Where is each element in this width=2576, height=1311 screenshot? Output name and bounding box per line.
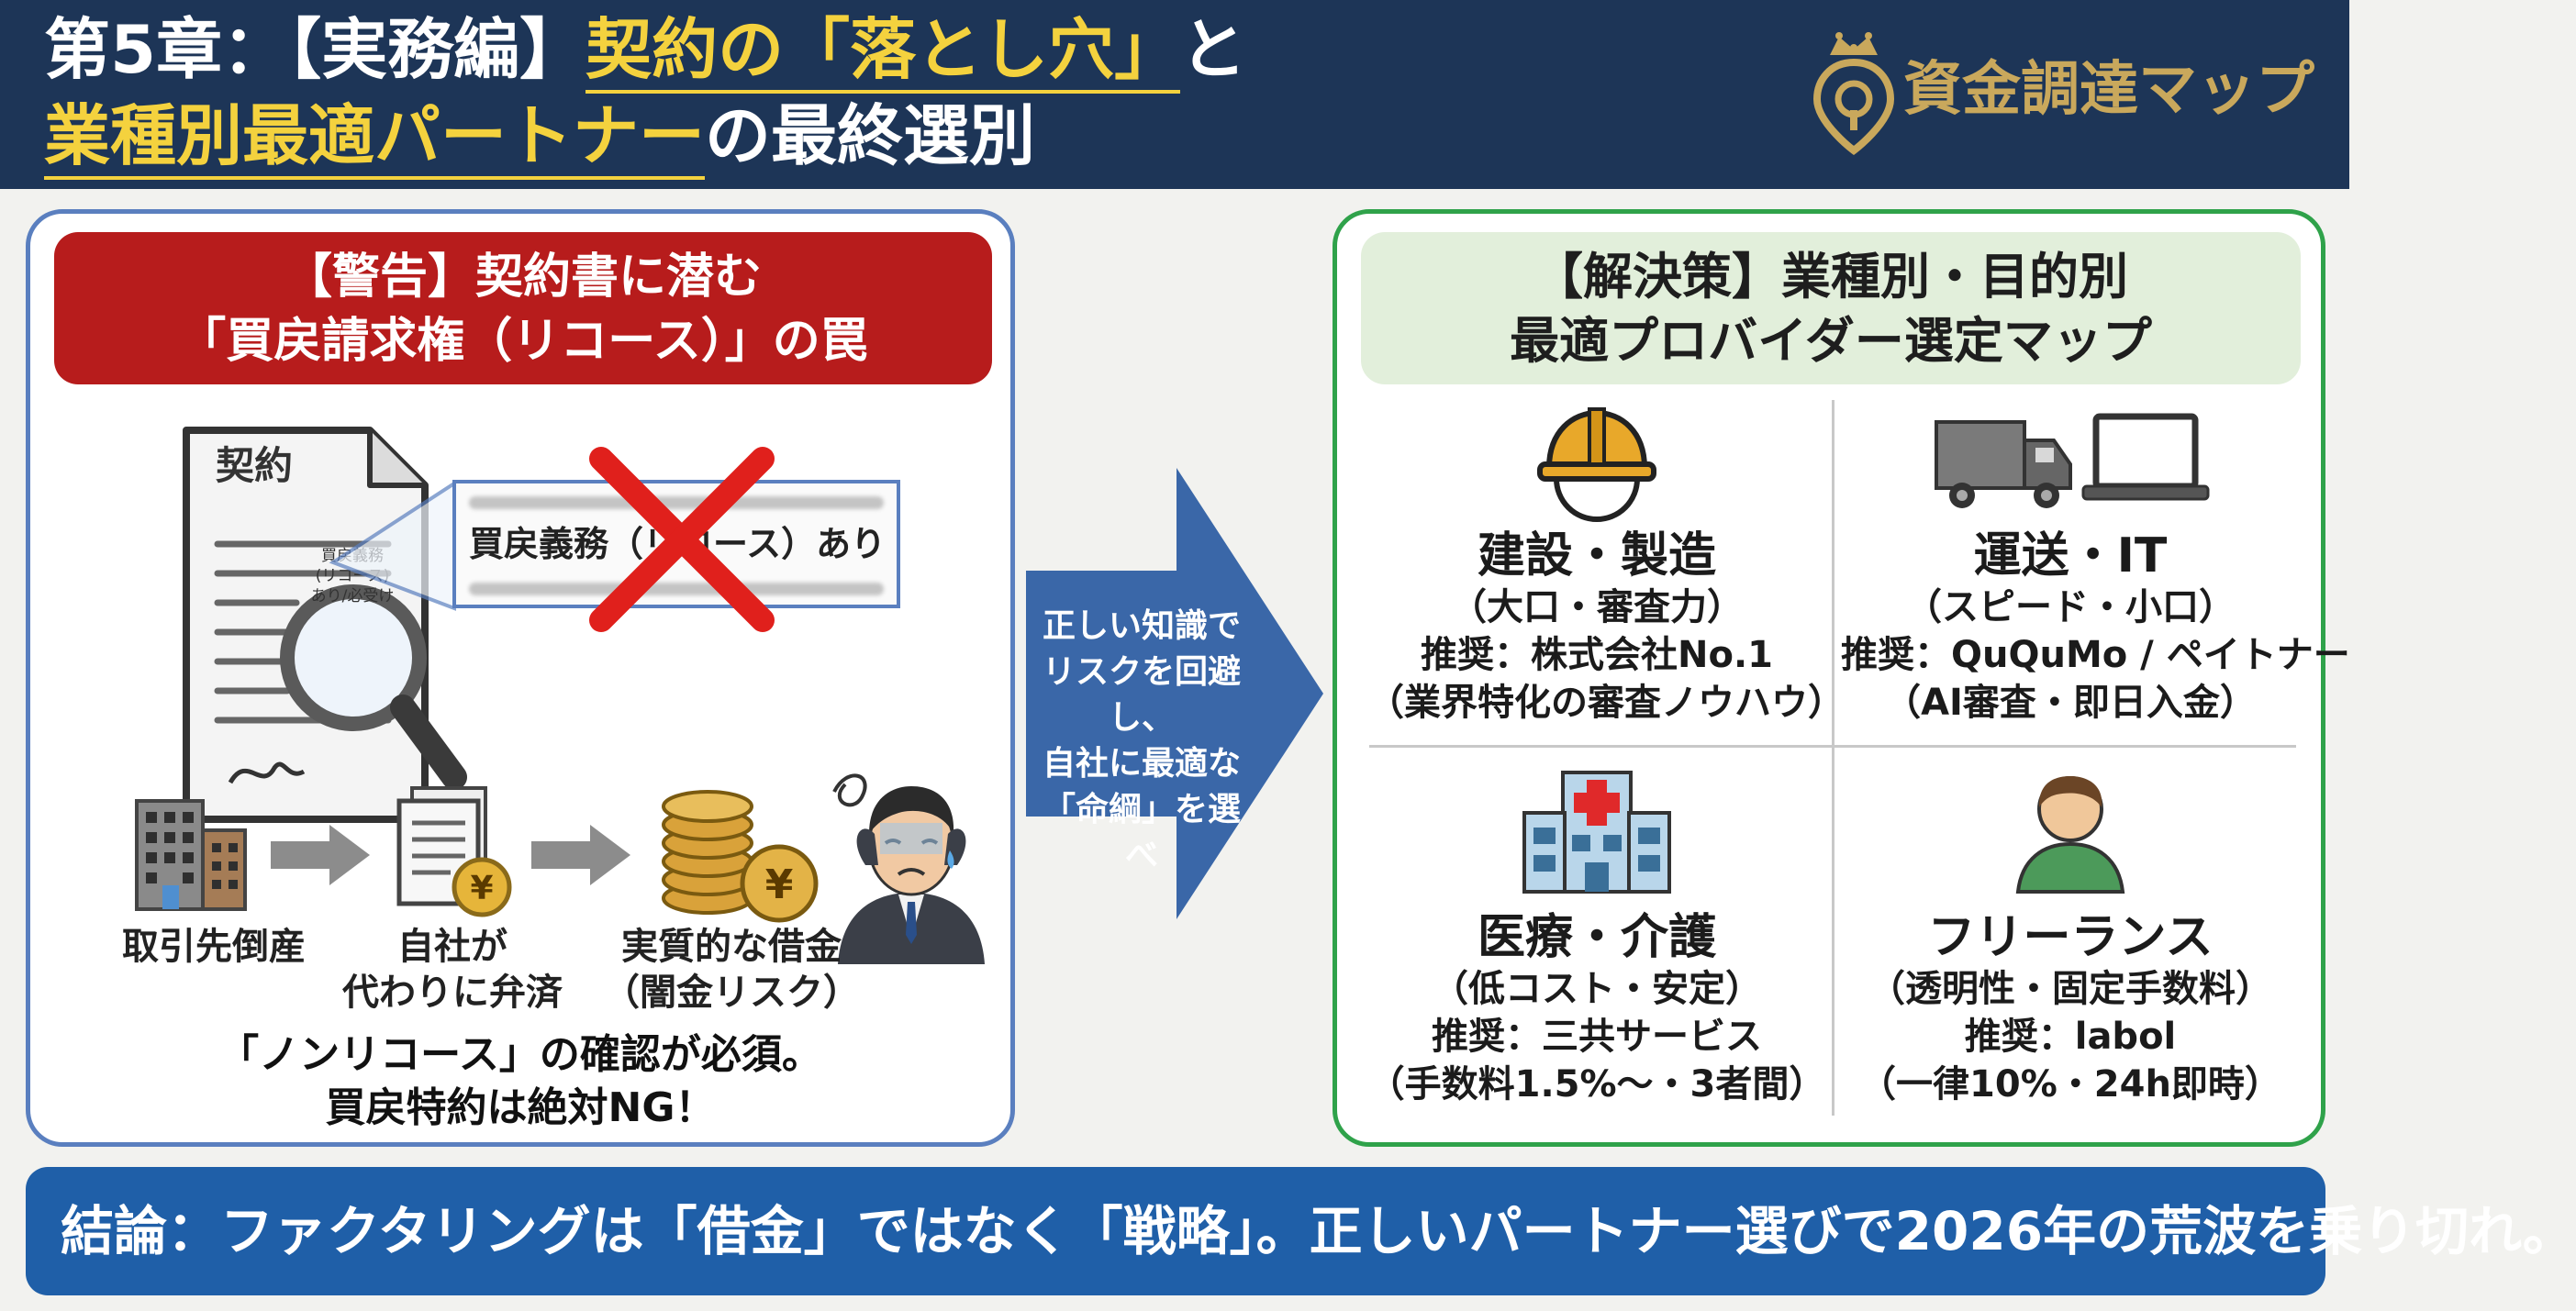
recommended-provider: 推奨：labol xyxy=(1964,1016,2177,1058)
flow-label-repay: 自社が 代わりに弁済 xyxy=(333,924,572,1016)
nonrecourse-warning-line2: 買戻特約は絶対NG！ xyxy=(325,1084,716,1131)
flow-label-repay-line2: 代わりに弁済 xyxy=(342,972,563,1014)
warning-banner-line1: 【警告】契約書に潜む xyxy=(284,250,762,305)
solution-banner: 【解決策】業種別・目的別 最適プロバイダー選定マップ xyxy=(1361,232,2301,384)
page-title-line2: 業種別最適パートナーの最終選別 xyxy=(44,97,1035,180)
contract-doc-title: 契約 xyxy=(216,443,294,488)
provider-cell-freelance: フリーランス （透明性・固定手数料） 推奨：labol （一律10%・24h即時… xyxy=(1841,767,2300,1116)
flow-label-debt: 実質的な借金 （闇金リスク） xyxy=(594,924,869,1016)
conclusion-bar: 結論：ファクタリングは「借金」ではなく「戦略」。正しいパートナー選びで2026年… xyxy=(26,1167,2576,1295)
page-title-line1: 第5章：【実務編】契約の「落とし穴」と xyxy=(44,11,1246,94)
provider-cell-medical: 医療・介護 （低コスト・安定） 推奨：三共サービス （手数料1.5%〜・3者間） xyxy=(1367,767,1826,1116)
blurred-text-line xyxy=(469,496,884,509)
worried-businessman-icon xyxy=(832,773,985,964)
industry-name: フリーランス xyxy=(1927,910,2214,965)
solution-banner-line2: 最適プロバイダー選定マップ xyxy=(1510,312,2152,370)
industry-feature: （大口・審査力） xyxy=(1450,586,1744,628)
industry-name: 建設・製造 xyxy=(1477,528,1716,583)
title-highlight-pitfall: 契約の「落とし穴」 xyxy=(585,11,1181,94)
hospital-icon xyxy=(1522,771,1671,894)
callout-pointer xyxy=(329,480,456,611)
arrow-text-line2: リスクを回避し、 xyxy=(1042,653,1241,737)
title-final: の最終選別 xyxy=(705,97,1036,174)
title-connector: と xyxy=(1180,11,1247,88)
industry-feature: （透明性・固定手数料） xyxy=(1868,968,2272,1010)
solution-banner-line1: 【解決策】業種別・目的別 xyxy=(1533,248,2128,306)
svg-text:¥: ¥ xyxy=(470,870,493,907)
industry-name: 運送・IT xyxy=(1973,528,2168,583)
recommended-provider: 推奨：株式会社No.1 xyxy=(1421,634,1773,676)
svg-text:¥: ¥ xyxy=(765,861,794,908)
magnifier-text-line3: あり/必受け xyxy=(310,587,395,606)
flow-arrow-1 xyxy=(271,825,370,885)
brand-logo: 資金調達マップ xyxy=(1808,28,2340,156)
recommended-provider: 推奨：QuQuMo / ペイトナー xyxy=(1841,634,2350,676)
hard-hat-icon xyxy=(1537,407,1656,522)
title-highlight-partner: 業種別最適パートナー xyxy=(44,97,706,180)
flow-label-debt-line2: （闇金リスク） xyxy=(603,972,860,1014)
grid-vertical-divider xyxy=(1832,400,1834,1116)
flow-arrow-2 xyxy=(531,825,630,885)
transition-arrow xyxy=(1026,468,1323,919)
coins-yen-icon: ¥ xyxy=(662,790,819,923)
arrow-text-line3: 自社に最適な xyxy=(1042,745,1241,783)
industry-feature: （スピード・小口） xyxy=(1905,586,2236,628)
header-bar: 第5章：【実務編】契約の「落とし穴」と 業種別最適パートナーの最終選別 資金調達… xyxy=(0,0,2349,189)
provider-note: （業界特化の審査ノウハウ） xyxy=(1367,682,1845,724)
provider-note: （手数料1.5%〜・3者間） xyxy=(1367,1063,1826,1105)
provider-note: （一律10%・24h即時） xyxy=(1859,1063,2281,1105)
person-icon xyxy=(2015,776,2125,894)
arrow-text-line4: 「命綱」を選べ xyxy=(1042,791,1241,874)
warning-banner-line2: 「買戻請求権（リコース）」の罠 xyxy=(178,314,868,369)
document-yen-icon: ¥ xyxy=(396,786,512,917)
solution-panel: 【解決策】業種別・目的別 最適プロバイダー選定マップ xyxy=(1333,209,2325,1147)
cross-mark-icon xyxy=(589,447,775,632)
contract-document-icon xyxy=(183,427,467,823)
recommended-provider: 推奨：三共サービス xyxy=(1432,1016,1762,1058)
transition-arrow-text: 正しい知識で リスクを回避し、 自社に最適な 「命綱」を選べ xyxy=(1035,604,1248,879)
blurred-text-line xyxy=(469,583,884,595)
flow-label-bankruptcy: 取引先倒産 xyxy=(122,926,306,968)
provider-note: （AI審査・即日入金） xyxy=(1884,682,2257,724)
brand-name: 資金調達マップ xyxy=(1903,56,2314,124)
title-chapter: 第5章：【実務編】 xyxy=(44,11,586,88)
office-building-icon xyxy=(135,799,247,911)
truck-laptop-icon xyxy=(1935,413,2210,508)
flow-label-debt-line1: 実質的な借金 xyxy=(621,926,842,968)
warning-banner: 【警告】契約書に潜む 「買戻請求権（リコース）」の罠 xyxy=(54,232,992,384)
nonrecourse-warning-line1: 「ノンリコース」の確認が必須。 xyxy=(218,1031,822,1078)
arrow-text-line1: 正しい知識で xyxy=(1042,607,1241,645)
provider-cell-logistics-it: 運送・IT （スピード・小口） 推奨：QuQuMo / ペイトナー （AI審査・… xyxy=(1841,404,2350,752)
warning-panel: 【警告】契約書に潜む 「買戻請求権（リコース）」の罠 契約 買戻義務 (リコース… xyxy=(26,209,1015,1147)
provider-cell-construction: 建設・製造 （大口・審査力） 推奨：株式会社No.1 （業界特化の審査ノウハウ） xyxy=(1367,404,1845,752)
industry-name: 医療・介護 xyxy=(1477,910,1716,965)
grid-horizontal-divider xyxy=(1369,745,2296,748)
industry-feature: （低コスト・安定） xyxy=(1432,968,1762,1010)
nonrecourse-warning: 「ノンリコース」の確認が必須。 買戻特約は絶対NG！ xyxy=(30,1028,1010,1135)
crown-map-pin-icon xyxy=(1812,32,1895,156)
flow-label-repay-line1: 自社が xyxy=(397,926,507,968)
